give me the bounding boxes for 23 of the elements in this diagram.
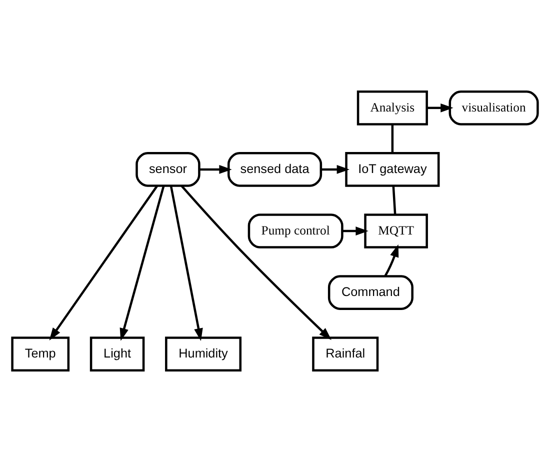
node-box: Humidity [165, 336, 242, 372]
arrow [180, 185, 332, 340]
arrow [49, 185, 158, 340]
node-box: visualisation [448, 90, 539, 126]
node-box: Temp [11, 336, 70, 372]
arrow [120, 186, 165, 341]
node-box: sensed data [227, 152, 322, 187]
node-box: Pump control [248, 214, 344, 248]
node-box: Rainfal [312, 336, 379, 372]
node-box: sensor [136, 152, 200, 187]
node-box: MQTT [364, 214, 428, 248]
arrow [384, 244, 399, 276]
node-box: Command [328, 275, 414, 310]
arrow [199, 165, 232, 174]
arrow [426, 103, 454, 112]
node-box: Light [90, 336, 145, 372]
node-box: Analysis [356, 90, 428, 126]
arrow [320, 165, 350, 174]
arrow [170, 186, 203, 341]
node-box: IoT gateway [345, 152, 440, 187]
connector [392, 186, 396, 214]
arrow [342, 226, 368, 236]
connector [391, 124, 394, 153]
